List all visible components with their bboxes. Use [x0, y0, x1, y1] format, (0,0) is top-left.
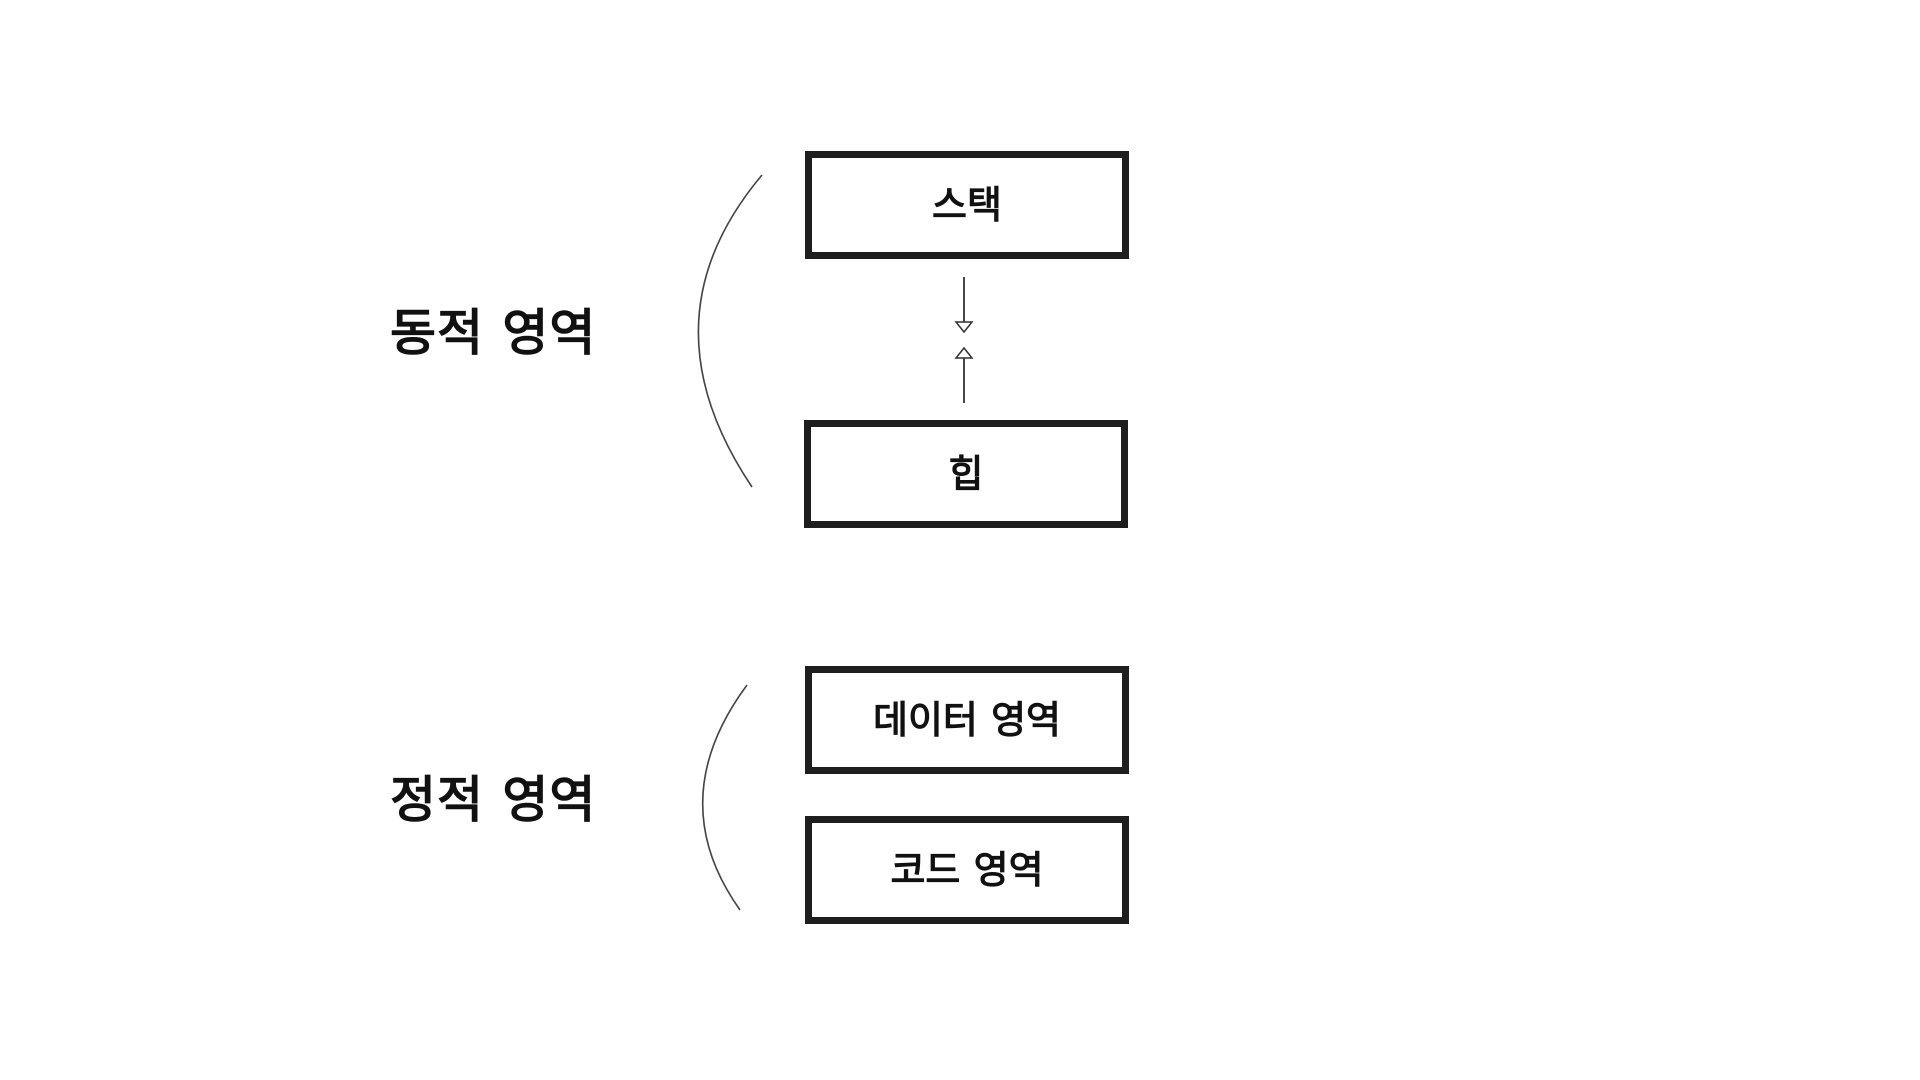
heap-label: 힙 — [948, 452, 984, 496]
stack-grows-down-arrow — [954, 277, 974, 334]
dynamic-region-label: 동적 영역 — [390, 304, 597, 362]
dynamic-region-brace — [697, 174, 763, 488]
data-region-box: 데이터 영역 — [805, 666, 1129, 774]
heap-grows-up-arrow — [954, 346, 974, 403]
stack-box: 스택 — [805, 151, 1129, 259]
stack-label: 스택 — [932, 183, 1002, 227]
code-region-label: 코드 영역 — [890, 848, 1044, 892]
data-region-label: 데이터 영역 — [872, 698, 1062, 742]
code-region-box: 코드 영역 — [805, 816, 1129, 924]
static-region-brace — [701, 684, 748, 911]
heap-box: 힙 — [804, 420, 1128, 528]
static-region-label: 정적 영역 — [390, 771, 597, 829]
